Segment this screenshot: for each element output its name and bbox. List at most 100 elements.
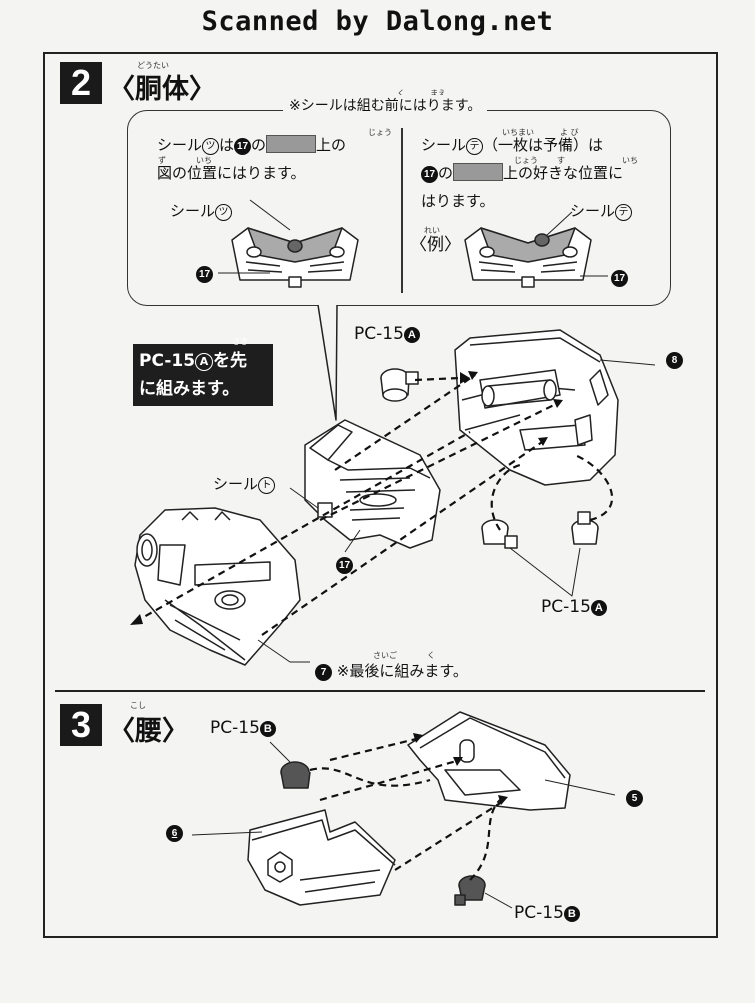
pc-letter: B: [259, 721, 276, 737]
part-number: 17: [611, 270, 628, 287]
part-7-label: 7 ※最後に組みます。: [315, 660, 468, 681]
part-7-front-shell: [134, 507, 310, 666]
text: シール: [570, 202, 616, 220]
part-number: 17: [336, 557, 353, 574]
scanner-watermark: Scanned by Dalong.net: [201, 6, 554, 37]
step-number-3: 3: [60, 704, 102, 746]
pc15a-joint-bottom-left: [481, 519, 518, 549]
pc-letter: A: [590, 600, 607, 616]
example-label: 〈例〉: [410, 235, 461, 255]
part-5-label: 5: [626, 788, 643, 807]
title-ruby-3: こし: [130, 701, 146, 710]
text: ※最後に組みます。: [336, 662, 468, 680]
part-number: 17: [196, 266, 213, 283]
text: PC-15: [139, 351, 196, 371]
seal-letter: テ: [466, 138, 484, 155]
text: の: [251, 136, 267, 154]
part-6-label: 6: [166, 823, 183, 842]
note-ruby-mae: まえ: [430, 89, 446, 98]
part-8-back-shell: [454, 329, 656, 486]
pc15b-joint-top: [269, 741, 311, 789]
right-instruction-line1: シールテ（一枚は予備）は: [421, 130, 603, 160]
text: は: [219, 136, 235, 154]
step-number-2: 2: [60, 62, 102, 104]
part-number: 7: [315, 664, 332, 681]
pc-letter: B: [563, 906, 580, 922]
ruby-jou-left: じょう: [368, 128, 392, 137]
arrow-heads: [130, 371, 563, 805]
callout-line2: に組みます。: [139, 379, 240, 399]
pc15a-joint-bottom-right: [571, 511, 599, 545]
text: 上の: [316, 136, 347, 154]
ruby-ichimai: いちまい: [502, 128, 534, 137]
ruby-jou-right: じょう: [514, 156, 538, 165]
assembly-guides: [134, 374, 614, 881]
ruby-saki: さき: [232, 337, 248, 346]
step-title-torso: 〈胴体〉: [108, 74, 216, 105]
text: PC-15: [354, 324, 404, 344]
left-instruction-line2: 図の位置にはります。: [157, 164, 306, 182]
part-17-left: 17: [196, 264, 213, 283]
ruby-yobi: よ び: [560, 128, 579, 137]
seal-to-label: シールト: [213, 473, 276, 494]
right-instruction-line3: はります。: [421, 192, 495, 210]
highlight-area: [266, 135, 317, 153]
ruby-ichi-left: いち: [196, 156, 212, 165]
part-8-label: 8: [666, 350, 683, 369]
chest-diagram-right: [464, 211, 608, 288]
text: PC-15: [210, 718, 260, 738]
part-number: 8: [666, 352, 683, 369]
pc15a-joint-top: [380, 368, 419, 402]
text: 上の好きな位置に: [503, 164, 624, 182]
pc-letter: A: [403, 327, 420, 343]
note-ruby-ku: く: [397, 89, 405, 98]
part-number: 5: [626, 790, 643, 807]
seal-letter: ト: [258, 477, 276, 494]
part-6-waist-front: [191, 809, 396, 906]
ruby-ichi-right: いち: [622, 156, 638, 165]
text: PC-15: [541, 597, 591, 617]
ruby-zu: ず: [158, 156, 166, 165]
seal-letter: ツ: [202, 138, 220, 155]
pc-letter: A: [195, 353, 214, 371]
part-number: 17: [234, 138, 252, 155]
title-ruby-2: どうたい: [137, 61, 169, 70]
chest-diagram-left: [218, 199, 359, 288]
highlight-area: [453, 163, 504, 181]
seal-te-label: シールテ: [570, 200, 633, 221]
note-divider: [401, 128, 403, 293]
ruby-ku: く: [427, 651, 435, 660]
page-frame: [43, 52, 718, 938]
seal-letter: ツ: [215, 204, 233, 221]
step-title-waist: 〈腰〉: [108, 716, 189, 747]
text: シール: [170, 202, 216, 220]
seal-letter: テ: [615, 204, 633, 221]
text: シール: [213, 475, 259, 493]
text: PC-15: [514, 903, 564, 923]
part-number: 17: [421, 166, 438, 183]
part-17-main-label: 17: [336, 555, 353, 574]
sticker-note-heading: ※シールは組む前にはります。: [283, 95, 488, 115]
ruby-su: す: [557, 156, 565, 165]
part-number: 6: [166, 825, 183, 842]
text: の: [438, 164, 454, 182]
seal-tsu-label: シールツ: [170, 200, 233, 221]
part-17-right: 17: [611, 268, 628, 287]
ruby-saigo: さいご: [373, 651, 397, 660]
text: （一枚は予備）は: [483, 136, 604, 154]
text: シール: [421, 136, 467, 154]
part-5-waist-back: [407, 711, 616, 811]
part-17-chest: [304, 419, 441, 553]
ruby-rei: れい: [424, 226, 440, 235]
section-divider: [55, 690, 705, 692]
text: を先: [213, 351, 248, 371]
pc15b-joint-bottom: [454, 875, 513, 909]
